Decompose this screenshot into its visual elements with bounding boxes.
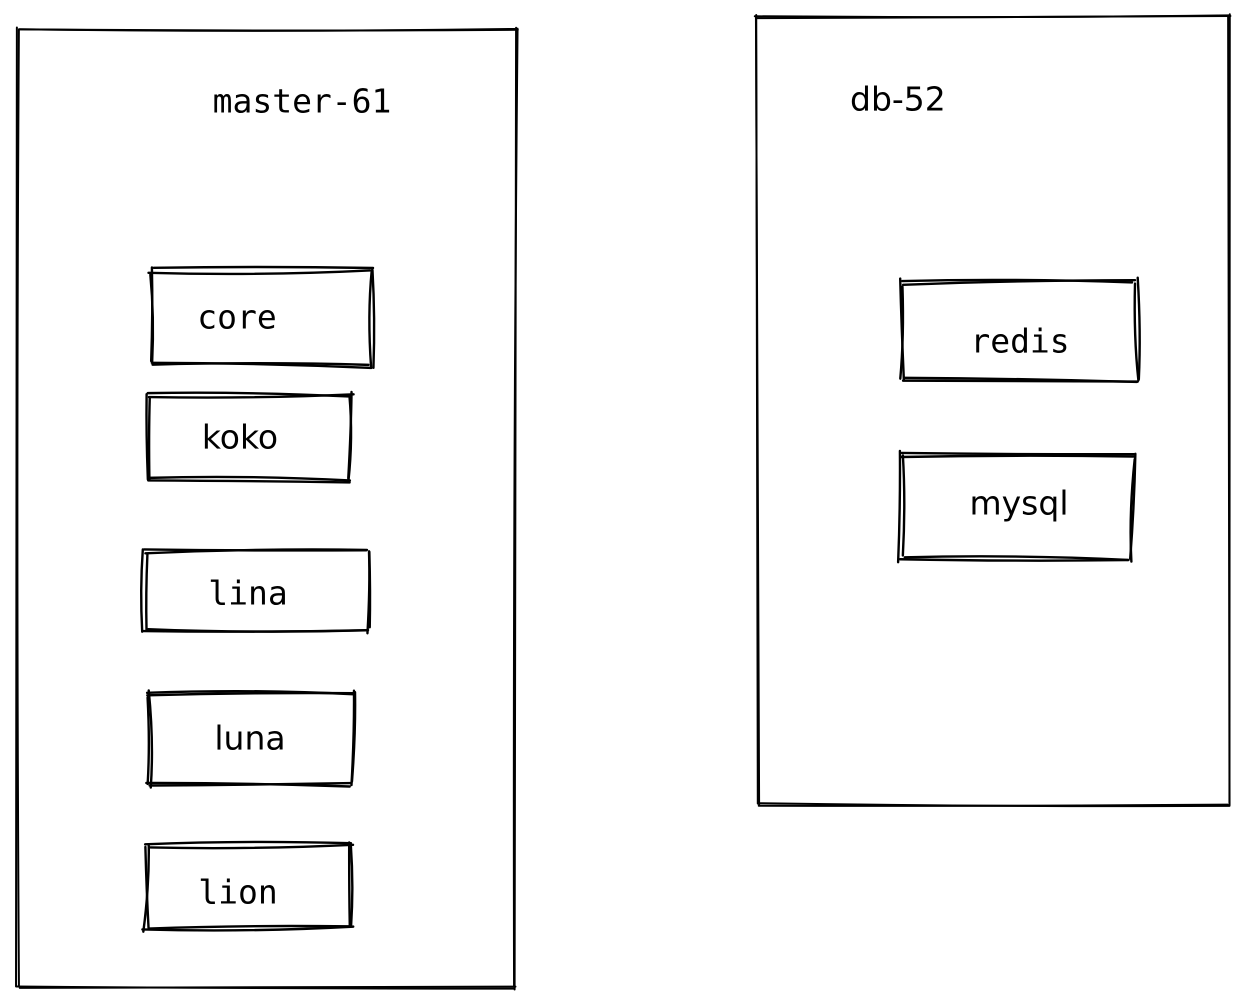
node-label-luna: luna	[214, 718, 286, 758]
group-master-61[interactable]	[18, 28, 516, 988]
node-label-koko: koko	[201, 417, 279, 457]
node-label-mysql: mysql	[969, 483, 1069, 523]
node-redis[interactable]	[903, 283, 1136, 379]
node-core[interactable]	[152, 270, 372, 365]
node-lina[interactable]	[145, 552, 370, 632]
group-title-db-52: db-52	[850, 79, 946, 119]
node-luna[interactable]	[148, 693, 353, 786]
node-label-lina: lina	[208, 573, 288, 613]
node-lion[interactable]	[146, 846, 349, 929]
node-koko[interactable]	[148, 396, 351, 480]
node-label-lion: lion	[198, 872, 278, 912]
group-title-master-61: master-61	[212, 81, 392, 121]
node-label-core: core	[197, 297, 277, 337]
node-label-redis: redis	[970, 321, 1070, 361]
node-mysql[interactable]	[901, 455, 1133, 559]
group-db-52[interactable]	[757, 16, 1230, 805]
